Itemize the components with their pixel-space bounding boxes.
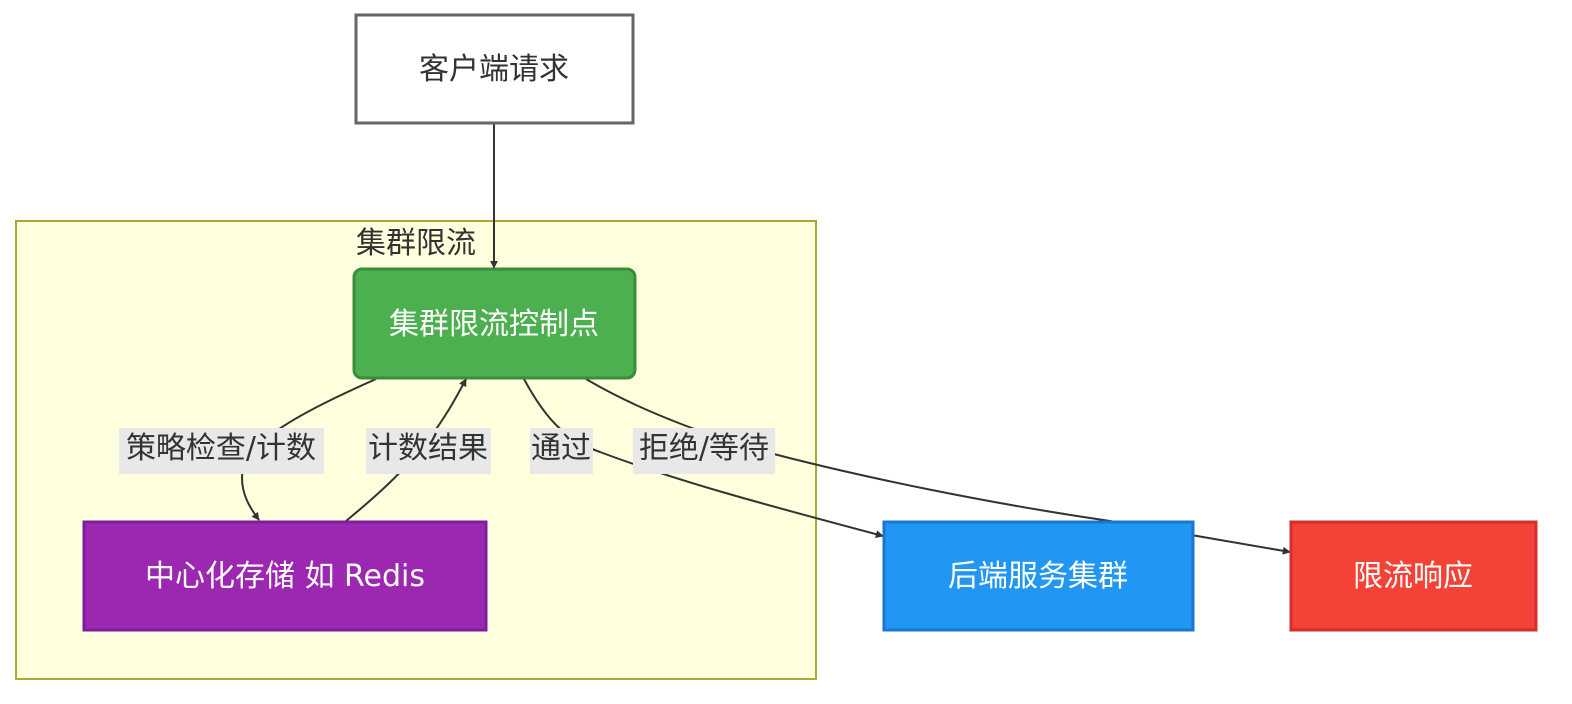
node-central-storage-label: 中心化存储 如 Redis — [145, 559, 425, 594]
edge-control-to-response — [585, 378, 1291, 555]
edge-label-reject-text: 拒绝/等待 — [639, 431, 769, 466]
node-central-storage-box — [82, 520, 488, 632]
cluster-title: 集群限流 — [356, 226, 476, 261]
edge-label-result: 计数结果 — [366, 428, 491, 474]
node-central-storage: 中心化存储 如 Redis — [82, 520, 488, 632]
node-cluster-control: 集群限流控制点 — [352, 267, 637, 380]
node-rate-limit-response-box — [1289, 520, 1538, 632]
edge-label-background — [530, 428, 593, 474]
edge-label-background — [366, 428, 491, 474]
node-cluster-control-label: 集群限流控制点 — [389, 307, 599, 342]
node-rate-limit-response-label: 限流响应 — [1353, 559, 1473, 594]
edge-label-background — [119, 428, 324, 474]
edge-label-pass-text: 通过 — [531, 431, 591, 466]
edge-label-policy-text: 策略检查/计数 — [126, 431, 316, 466]
node-rate-limit-response: 限流响应 — [1289, 520, 1538, 632]
node-client-request-box — [354, 13, 635, 125]
node-backend-cluster-label: 后端服务集群 — [948, 559, 1128, 594]
edge-label-reject: 拒绝/等待 — [633, 428, 775, 474]
edge-labels: 策略检查/计数 计数结果 通过 拒绝/等待 — [119, 428, 775, 474]
edge-label-result-text: 计数结果 — [368, 431, 488, 466]
node-cluster-control-box — [352, 267, 637, 380]
node-backend-cluster: 后端服务集群 — [882, 520, 1195, 632]
edge-label-policy: 策略检查/计数 — [119, 428, 324, 474]
node-backend-cluster-box — [882, 520, 1195, 632]
edge-label-pass: 通过 — [530, 428, 593, 474]
node-client-request-label: 客户端请求 — [419, 52, 569, 87]
node-client-request: 客户端请求 — [354, 13, 635, 125]
edge-label-background — [633, 428, 775, 474]
